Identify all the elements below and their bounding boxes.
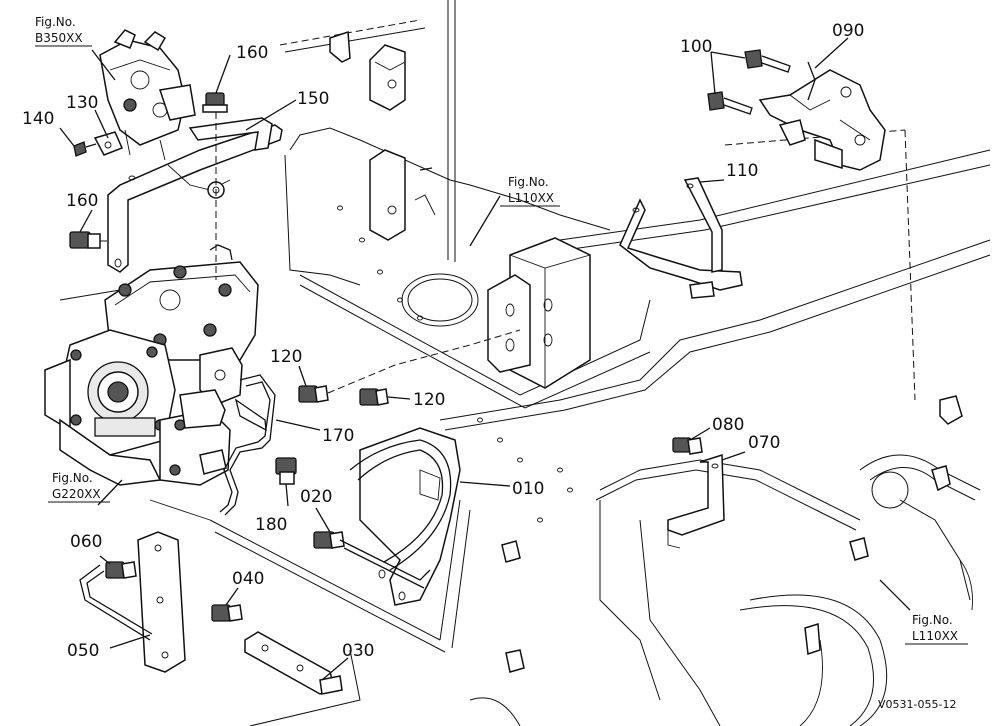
figure-ref-g220[interactable]: Fig.No. G220XX	[48, 471, 110, 503]
callout-130[interactable]: 130	[66, 93, 98, 113]
bolt-020	[313, 531, 345, 549]
bolt-120-right	[359, 388, 389, 406]
plate-050	[79, 531, 186, 673]
figure-ref-number: G220XX	[52, 487, 101, 501]
bolt-120-left	[298, 329, 521, 403]
bolt-040	[211, 604, 243, 622]
figure-ref-l110-top[interactable]: Fig.No. L110XX	[500, 175, 560, 207]
bolt-160-top	[202, 92, 228, 280]
bracket-110	[619, 177, 743, 299]
callout-160[interactable]: 160	[236, 43, 268, 63]
figure-ref-label: Fig.No.	[35, 15, 76, 29]
callout-080[interactable]: 080	[712, 415, 744, 435]
callout-180[interactable]: 180	[255, 515, 287, 535]
bolts-100	[707, 49, 791, 115]
figure-ref-label: Fig.No.	[52, 471, 93, 485]
figure-ref-number: B350XX	[35, 31, 83, 45]
callout-120[interactable]: 120	[413, 390, 445, 410]
clip-130	[93, 131, 124, 156]
figure-ref-label: Fig.No.	[912, 613, 953, 627]
callout-150[interactable]: 150	[297, 89, 329, 109]
pipe-170	[219, 374, 276, 516]
figure-ref-number: L110XX	[912, 629, 958, 643]
callout-140[interactable]: 140	[22, 109, 54, 129]
callout-020[interactable]: 020	[300, 487, 332, 507]
callout-120[interactable]: 120	[270, 347, 302, 367]
bracket-070	[667, 453, 725, 549]
transmission-housing	[469, 129, 981, 726]
bracket-010	[339, 427, 461, 606]
callout-050[interactable]: 050	[67, 641, 99, 661]
callout-030[interactable]: 030	[342, 641, 374, 661]
bracket-030	[244, 631, 343, 695]
bolt-080	[672, 437, 703, 455]
chassis-frame	[279, 0, 991, 523]
callout-labels: 160 150 130 140 160 100 090 110 120 120 …	[22, 21, 864, 661]
callout-100[interactable]: 100	[680, 37, 712, 57]
callout-010[interactable]: 010	[512, 479, 544, 499]
bolt-180	[275, 457, 297, 485]
callout-170[interactable]: 170	[322, 426, 354, 446]
callout-090[interactable]: 090	[832, 21, 864, 41]
callout-160[interactable]: 160	[66, 191, 98, 211]
figure-ref-b350[interactable]: Fig.No. B350XX	[35, 15, 92, 47]
control-valve	[99, 29, 196, 161]
screw-140	[73, 141, 97, 157]
bolt-160-left	[69, 231, 108, 249]
bracket-090	[758, 61, 886, 171]
figure-ref-number: L110XX	[508, 191, 554, 205]
callout-070[interactable]: 070	[748, 433, 780, 453]
callout-040[interactable]: 040	[232, 569, 264, 589]
figure-ref-l110-bottom[interactable]: Fig.No. L110XX	[905, 613, 968, 645]
leader-lines	[59, 37, 911, 681]
figure-ref-label: Fig.No.	[508, 175, 549, 189]
mounting-block	[487, 237, 591, 389]
callout-060[interactable]: 060	[70, 532, 102, 552]
hydraulic-pump	[44, 244, 259, 486]
callout-110[interactable]: 110	[726, 161, 758, 181]
bolt-060	[105, 561, 137, 579]
drawing-code: V0531-055-12	[878, 698, 956, 711]
